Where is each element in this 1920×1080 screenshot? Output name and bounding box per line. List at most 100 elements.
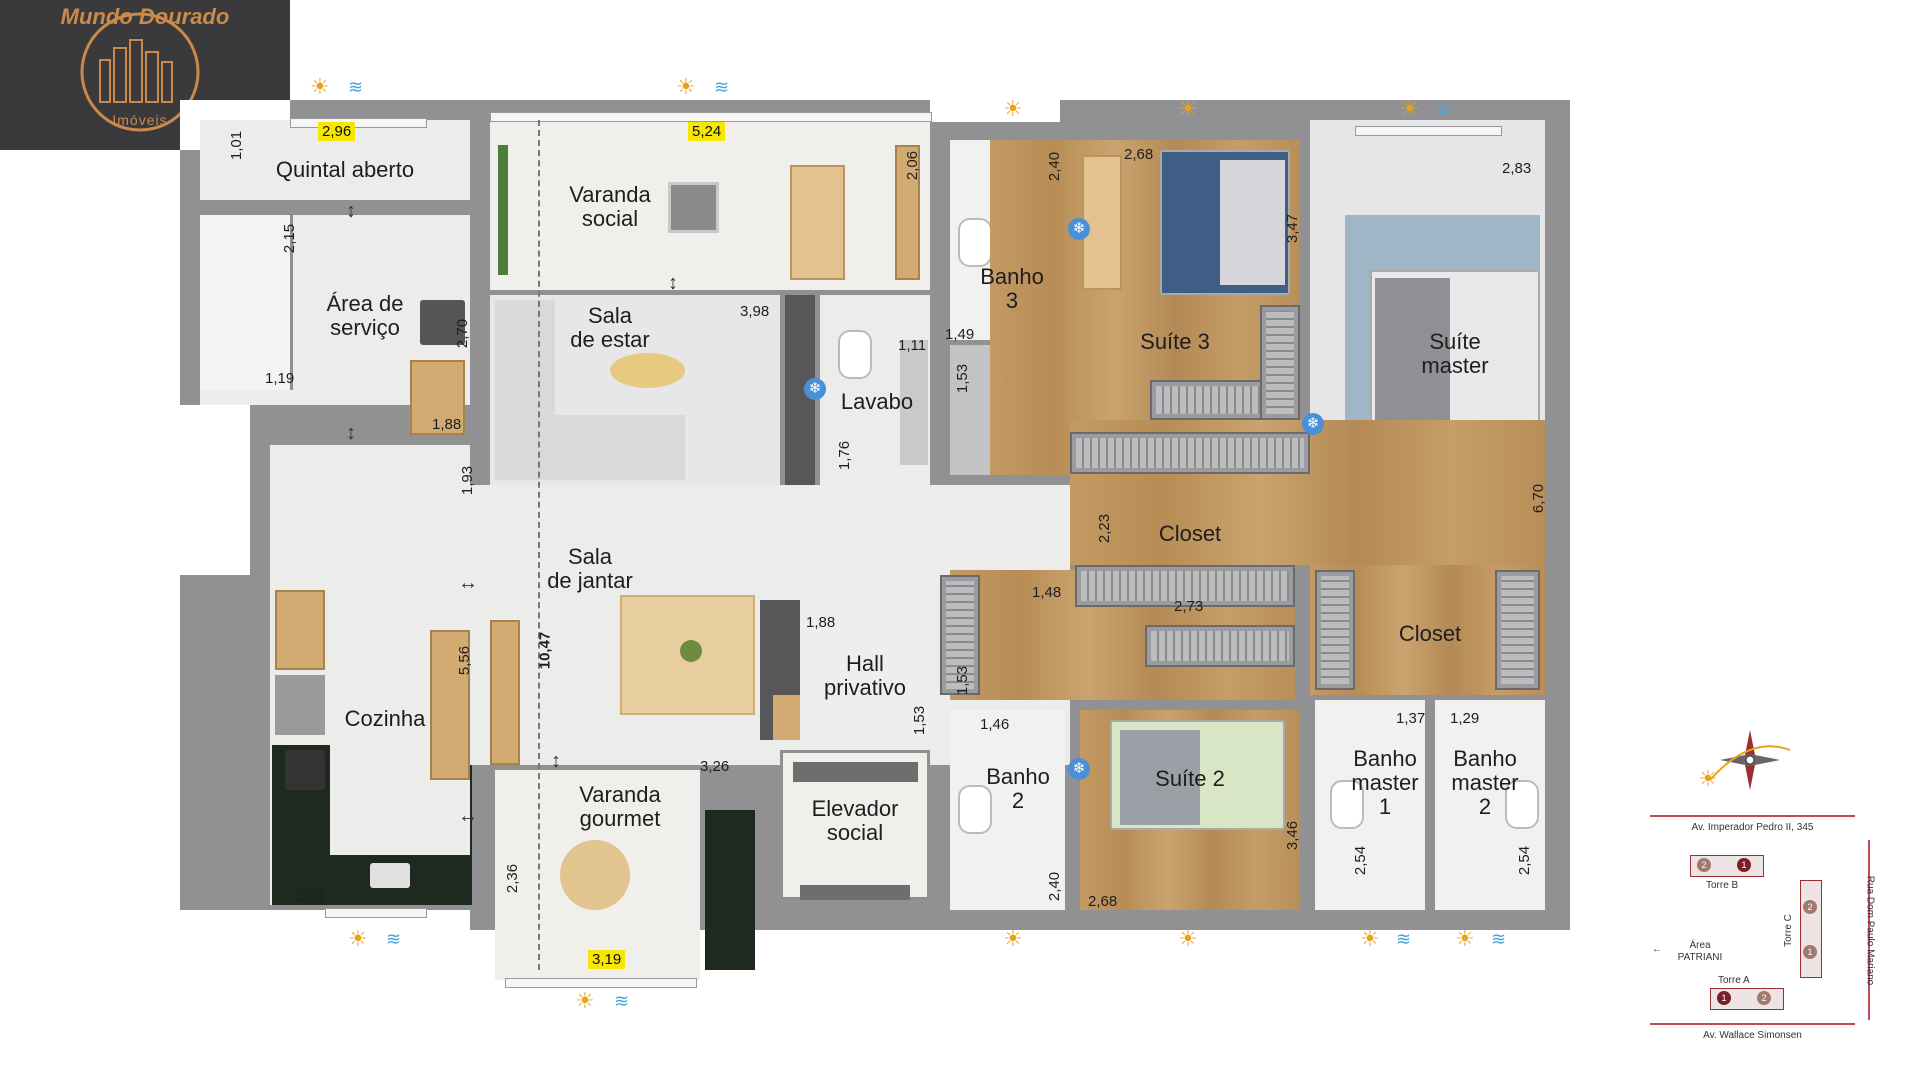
sun-icon: ☀ xyxy=(1178,926,1198,951)
elevator-door-bottom xyxy=(800,885,910,900)
dim-master-h: 6,70 xyxy=(1530,483,1548,514)
area-label-1: Área xyxy=(1689,940,1711,951)
dim-varanda-g-w: 3,26 xyxy=(700,758,730,775)
sun-icon: ☀ xyxy=(1178,96,1198,121)
snowflake-icon: ❄ xyxy=(1068,758,1090,780)
snowflake-icon: ❄ xyxy=(1068,218,1090,240)
label-bm2-2: master xyxy=(1451,770,1519,795)
brand-logo: Mundo Dourado Imóveis xyxy=(0,0,290,150)
varanda-cabinet xyxy=(895,145,920,280)
street-bottom: Av. Wallace Simonsen xyxy=(1703,1030,1802,1041)
label-hall-2: privativo xyxy=(824,675,906,700)
washer xyxy=(420,300,465,345)
dim-sala-w: 3,98 xyxy=(740,303,770,320)
closet-2-unit-b xyxy=(1145,625,1295,667)
dim-closet-lower-h: 1,53 xyxy=(954,665,972,696)
sun-icon: ☀ xyxy=(1360,926,1380,951)
plan-notch-2 xyxy=(180,405,250,575)
gourmet-counter xyxy=(705,810,755,970)
dim-quintal-h: 1,01 xyxy=(228,130,246,161)
label-suite2: Suíte 2 xyxy=(1155,766,1225,791)
dim-jantar-small: 1,93 xyxy=(459,465,477,496)
wind-icon: ≋ xyxy=(1491,929,1507,949)
label-suite-master-2: master xyxy=(1421,353,1489,378)
logo-name-bottom: Imóveis xyxy=(112,112,168,128)
dim-master-w: 2,83 xyxy=(1502,160,1532,177)
window-cozinha xyxy=(325,908,427,918)
lavabo-toilet xyxy=(838,330,872,379)
label-varanda-gourmet-2: gourmet xyxy=(579,806,661,831)
dim-quintal-w: 2,96 xyxy=(318,122,356,141)
master-blanket xyxy=(1375,278,1450,423)
suite3-closet-v xyxy=(1260,305,1300,420)
dim-bm1-h: 2,54 xyxy=(1352,845,1370,876)
buffet xyxy=(490,620,520,765)
dining-plant xyxy=(680,640,702,662)
label-banho2-1: Banho xyxy=(986,764,1050,789)
sofa-chaise xyxy=(555,415,685,480)
plan-notch-4 xyxy=(700,930,1570,1080)
dim-servico-w: 1,88 xyxy=(432,416,462,433)
label-banho3-1: Banho xyxy=(980,264,1044,289)
dim-servico-ws-w: 1,19 xyxy=(265,370,295,387)
closet-2-left xyxy=(1315,570,1355,690)
plan-notch-6 xyxy=(930,100,1060,122)
door-arrow-3: ↕ xyxy=(668,272,678,294)
window-varanda xyxy=(490,112,932,122)
street-line-right xyxy=(1868,840,1870,1020)
dim-lavabo-w: 1,11 xyxy=(898,337,927,354)
label-elevador-2: social xyxy=(826,820,884,845)
street-line-top xyxy=(1650,815,1855,817)
label-quintal: Quintal aberto xyxy=(275,157,415,182)
label-banho3-2: 3 xyxy=(1005,288,1019,313)
door-arrow-1: ↕ xyxy=(346,200,356,222)
dim-hall-w: 1,88 xyxy=(806,614,836,631)
sun-icon: ☀ xyxy=(348,926,368,951)
cooktop xyxy=(285,750,325,790)
sun-icon: ☀ xyxy=(1003,96,1023,121)
room-hall-privativo xyxy=(800,600,930,740)
wind-icon: ≋ xyxy=(1396,929,1412,949)
label-varanda-social-1: Varanda xyxy=(569,182,651,207)
dim-banho3-w: 1,49 xyxy=(945,326,975,343)
dim-suite3-w: 2,68 xyxy=(1124,146,1154,163)
sun-icon: ☀ xyxy=(1455,926,1475,951)
plant-wall xyxy=(498,145,508,275)
banho3-toilet xyxy=(958,218,992,267)
banho3-closet xyxy=(950,345,990,475)
label-hall-1: Hall xyxy=(846,651,884,676)
door-arrow-4: ↔ xyxy=(458,572,478,594)
lavabo-counter xyxy=(900,340,928,465)
label-lavabo: Lavabo xyxy=(840,389,914,414)
lower-closet-v xyxy=(940,575,980,695)
kitchen-island xyxy=(430,630,470,780)
area-label-2: PATRIANI xyxy=(1677,952,1723,963)
label-closet-1: Closet xyxy=(1158,521,1222,546)
sofa xyxy=(495,300,555,480)
closet1-unit xyxy=(1070,432,1310,474)
varanda-desk xyxy=(790,165,845,280)
label-cozinha: Cozinha xyxy=(344,706,426,731)
plan-notch-5 xyxy=(470,990,700,1080)
torre-c-badge-2: 2 xyxy=(1803,900,1817,914)
street-line-bottom xyxy=(1650,1023,1855,1025)
closet-2-unit-a xyxy=(1075,565,1295,607)
dim-suite2-h: 3,46 xyxy=(1284,820,1302,851)
wind-icon: ≋ xyxy=(386,929,402,949)
window-gourmet xyxy=(505,978,697,988)
label-elevador-1: Elevador xyxy=(811,796,899,821)
service-cabinet xyxy=(410,360,465,435)
street-right: Rua Dom Paulo Mariano xyxy=(1864,875,1876,986)
window-master xyxy=(1355,126,1502,136)
sun-icon: ☀ xyxy=(310,74,330,99)
torre-a-badge-1: 1 xyxy=(1717,991,1731,1005)
sun-icon: ☀ xyxy=(1400,96,1420,121)
torre-b-badge-2: 2 xyxy=(1697,858,1711,872)
kitchen-cabinet xyxy=(275,590,325,670)
snowflake-icon: ❄ xyxy=(1302,413,1324,435)
window-quintal xyxy=(290,118,427,128)
dim-bm2-w: 1,29 xyxy=(1450,710,1480,727)
label-sala-estar-1: Sala xyxy=(587,303,633,328)
bm2-toilet xyxy=(1505,780,1539,829)
elevator-door-top xyxy=(793,762,918,782)
